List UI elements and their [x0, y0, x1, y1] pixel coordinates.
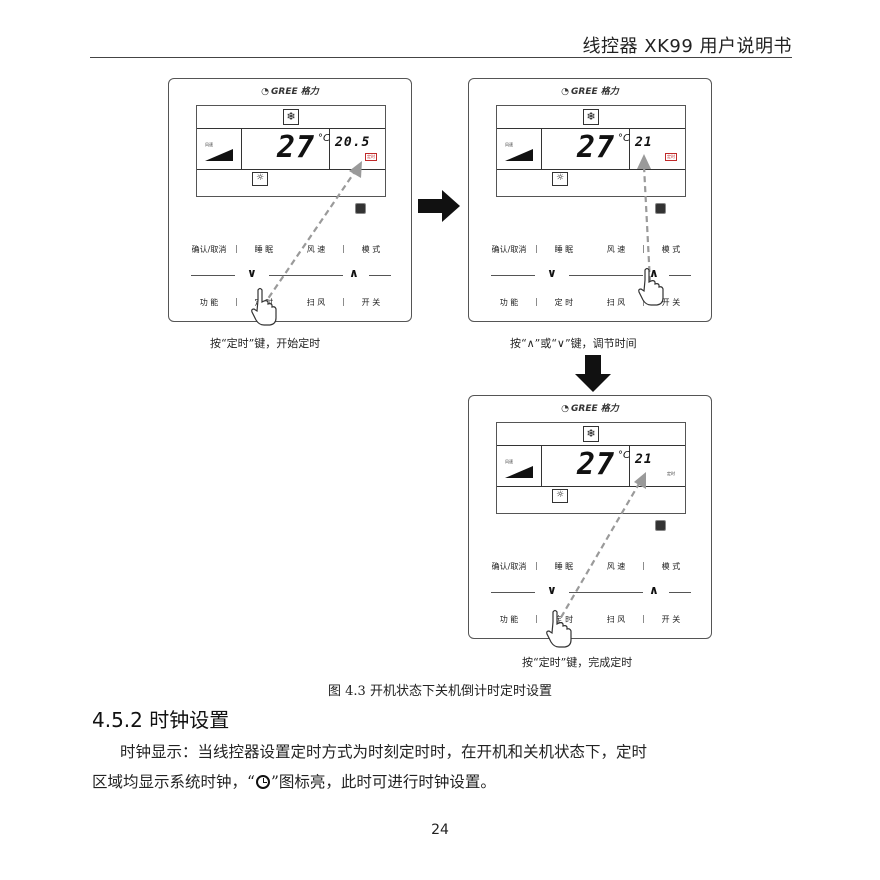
timer-tag: 定时	[667, 471, 675, 476]
panel-3-caption: 按“定时”键，完成定时	[522, 656, 633, 669]
controller-panel-1: ◔GREE 格力 ❄ 风速 27 °C 20.5 定时 ☼ 确认/取消| 睡 眠…	[168, 78, 412, 322]
gree-logo: ◔GREE 格力	[561, 87, 619, 97]
lcd-screen: ❄ 风速 27 °C 21 定时 ☼	[496, 422, 686, 514]
button-row-bottom: 功 能| 定 时 扫 风| 开 关	[183, 297, 397, 308]
lcd-screen: ❄ 风速 27 °C 21 定时 ☼	[496, 105, 686, 197]
temperature-unit: °C	[618, 450, 630, 461]
button-row-bottom: 功 能| 定 时 扫 风| 开 关	[483, 297, 697, 308]
snowflake-icon: ❄	[583, 426, 599, 442]
header-rule	[90, 57, 792, 58]
clock-icon	[255, 775, 270, 789]
temperature-display: 27	[277, 130, 316, 165]
sensor-icon	[655, 520, 666, 531]
temperature-display: 27	[577, 447, 616, 482]
timer-button[interactable]: 定 时	[554, 298, 574, 307]
swing-button[interactable]: 扫 风	[606, 615, 626, 624]
mode-button[interactable]: 模 式	[661, 562, 681, 571]
down-button[interactable]: ∨	[547, 583, 557, 597]
paragraph-line-2: 区域均显示系统时钟，“”图标亮，此时可进行时钟设置。	[92, 773, 496, 791]
timer-display: 21	[635, 452, 653, 467]
arrow-right-icon	[418, 190, 460, 222]
fan-speed-bars-icon	[505, 149, 533, 161]
sleep-button[interactable]: 睡 眠	[254, 245, 274, 254]
timer-tag: 定时	[365, 153, 377, 161]
sensor-icon	[655, 203, 666, 214]
timer-display: 21	[635, 135, 653, 150]
arrow-down-icon	[575, 355, 611, 392]
up-button[interactable]: ∧	[649, 583, 659, 597]
section-title: 4.5.2 时钟设置	[92, 708, 230, 732]
sun-icon: ☼	[552, 489, 568, 503]
button-row-bottom: 功 能| 定 时 扫 风| 开 关	[483, 614, 697, 625]
sun-icon: ☼	[252, 172, 268, 186]
timer-button[interactable]: 定 时	[554, 615, 574, 624]
sensor-icon	[355, 203, 366, 214]
sleep-button[interactable]: 睡 眠	[554, 245, 574, 254]
timer-display: 20.5	[335, 135, 371, 150]
mode-button[interactable]: 模 式	[361, 245, 381, 254]
page-number: 24	[431, 822, 449, 838]
down-button[interactable]: ∨	[547, 266, 557, 280]
fan-speed-label: 风速	[505, 459, 513, 464]
fan-speed-button[interactable]: 风 速	[606, 562, 626, 571]
gree-logo: ◔GREE 格力	[561, 404, 619, 414]
gree-logo: ◔GREE 格力	[261, 87, 319, 97]
confirm-cancel-button[interactable]: 确认/取消	[491, 562, 527, 571]
down-button[interactable]: ∨	[247, 266, 257, 280]
mode-button[interactable]: 模 式	[661, 245, 681, 254]
snowflake-icon: ❄	[283, 109, 299, 125]
power-button[interactable]: 开 关	[361, 298, 381, 307]
arrow-row: ∨ ∧	[491, 583, 691, 598]
controller-panel-2: ◔GREE 格力 ❄ 风速 27 °C 21 定时 ☼ 确认/取消| 睡 眠 风…	[468, 78, 712, 322]
fan-speed-button[interactable]: 风 速	[606, 245, 626, 254]
function-button[interactable]: 功 能	[499, 298, 519, 307]
arrow-row: ∨ ∧	[491, 266, 691, 281]
panel-2-caption: 按“∧”或“∨”键，调节时间	[510, 337, 637, 350]
snowflake-icon: ❄	[583, 109, 599, 125]
button-row-top: 确认/取消| 睡 眠 风 速| 模 式	[183, 244, 397, 255]
up-button[interactable]: ∧	[649, 266, 659, 280]
fan-speed-button[interactable]: 风 速	[306, 245, 326, 254]
arrow-row: ∨ ∧	[191, 266, 391, 281]
swing-button[interactable]: 扫 风	[306, 298, 326, 307]
controller-panel-3: ◔GREE 格力 ❄ 风速 27 °C 21 定时 ☼ 确认/取消| 睡 眠 风…	[468, 395, 712, 639]
figure-caption: 图 4.3 开机状态下关机倒计时定时设置	[328, 684, 552, 699]
power-button[interactable]: 开 关	[661, 298, 681, 307]
fan-speed-bars-icon	[505, 466, 533, 478]
sun-icon: ☼	[552, 172, 568, 186]
temperature-display: 27	[577, 130, 616, 165]
button-row-top: 确认/取消| 睡 眠 风 速| 模 式	[483, 244, 697, 255]
confirm-cancel-button[interactable]: 确认/取消	[191, 245, 227, 254]
fan-speed-label: 风速	[505, 142, 513, 147]
document-header-title: 线控器 XK99 用户说明书	[582, 36, 792, 57]
temperature-unit: °C	[318, 133, 330, 144]
timer-tag: 定时	[665, 153, 677, 161]
swing-button[interactable]: 扫 风	[606, 298, 626, 307]
panel-1-caption: 按“定时”键，开始定时	[210, 337, 321, 350]
fan-speed-label: 风速	[205, 142, 213, 147]
paragraph-line-1: 时钟显示：当线控器设置定时方式为时刻定时时，在开机和关机状态下，定时	[120, 743, 648, 761]
up-button[interactable]: ∧	[349, 266, 359, 280]
button-row-top: 确认/取消| 睡 眠 风 速| 模 式	[483, 561, 697, 572]
fan-speed-bars-icon	[205, 149, 233, 161]
power-button[interactable]: 开 关	[661, 615, 681, 624]
confirm-cancel-button[interactable]: 确认/取消	[491, 245, 527, 254]
lcd-screen: ❄ 风速 27 °C 20.5 定时 ☼	[196, 105, 386, 197]
sleep-button[interactable]: 睡 眠	[554, 562, 574, 571]
timer-button[interactable]: 定 时	[254, 298, 274, 307]
function-button[interactable]: 功 能	[499, 615, 519, 624]
function-button[interactable]: 功 能	[199, 298, 219, 307]
temperature-unit: °C	[618, 133, 630, 144]
